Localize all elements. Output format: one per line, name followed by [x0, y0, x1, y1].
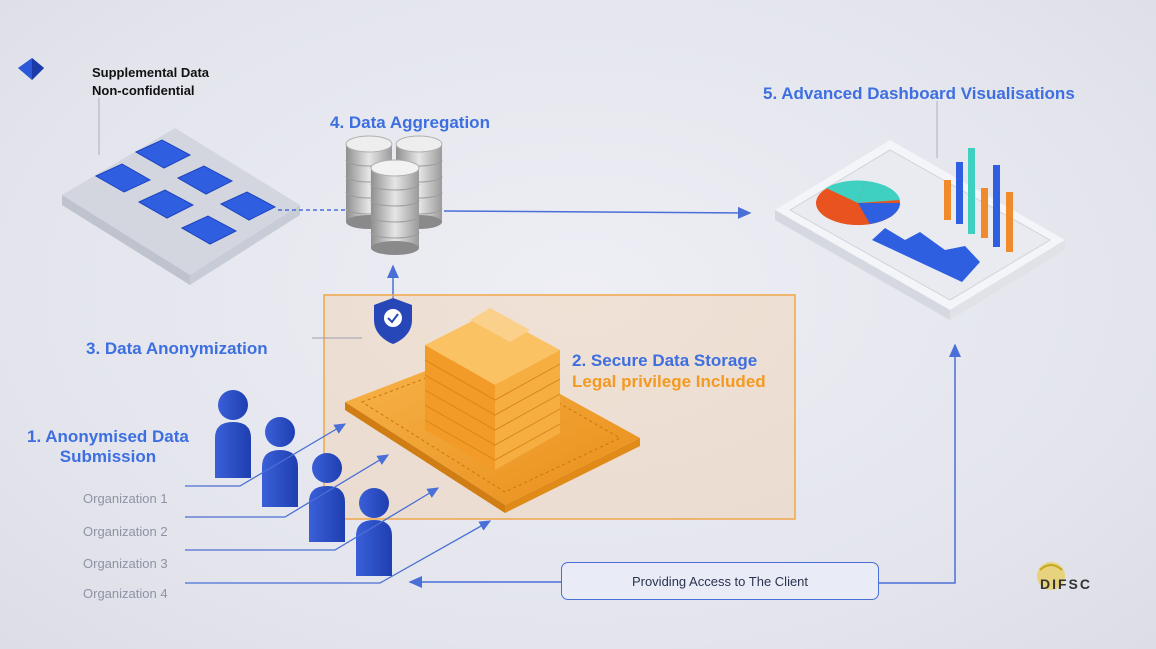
folder-icon [134, 139, 192, 169]
folder-icon [180, 215, 238, 245]
submission-line1: 1. Anonymised Data [27, 427, 189, 446]
supplemental-line2: Non-confidential [92, 83, 195, 98]
submission-label: 1. Anonymised Data Submission [27, 427, 189, 467]
person-icon [262, 417, 298, 507]
person-icon [309, 453, 345, 542]
difsc-logo [1037, 562, 1065, 590]
organization-3-label: Organization 3 [83, 556, 168, 571]
supplemental-data-tray [62, 98, 300, 285]
bar-chart-icon [944, 148, 1013, 252]
pie-chart-icon [816, 180, 900, 225]
folder-icon [137, 189, 195, 219]
supplemental-line1: Supplemental Data [92, 65, 210, 80]
aggregation-label: 4. Data Aggregation [330, 113, 490, 132]
folder-icon [94, 163, 152, 193]
folder-icon [176, 165, 234, 195]
person-icon [356, 488, 392, 576]
storage-label: 2. Secure Data Storage [572, 351, 758, 370]
supplemental-data-label: Supplemental Data Non-confidential [92, 64, 209, 100]
organization-4-label: Organization 4 [83, 586, 168, 601]
dashboard-label: 5. Advanced Dashboard Visualisations [763, 84, 1075, 103]
shield-check-icon [374, 298, 412, 344]
brand-arrow-icon [18, 58, 44, 80]
legal-privilege-label: Legal privilege Included [572, 372, 766, 391]
logo-text: DIFSC [1040, 576, 1092, 592]
organization-1-label: Organization 1 [83, 491, 168, 506]
secure-storage-icon [345, 308, 640, 513]
organization-2-label: Organization 2 [83, 524, 168, 539]
folder-icon [219, 191, 277, 221]
person-icon [215, 390, 251, 478]
client-access-button[interactable]: Providing Access to The Client [561, 562, 879, 600]
submission-line2: Submission [59, 447, 157, 466]
database-icon [345, 135, 443, 255]
dashboard-visual [775, 101, 1065, 320]
anonymization-label: 3. Data Anonymization [86, 339, 268, 358]
